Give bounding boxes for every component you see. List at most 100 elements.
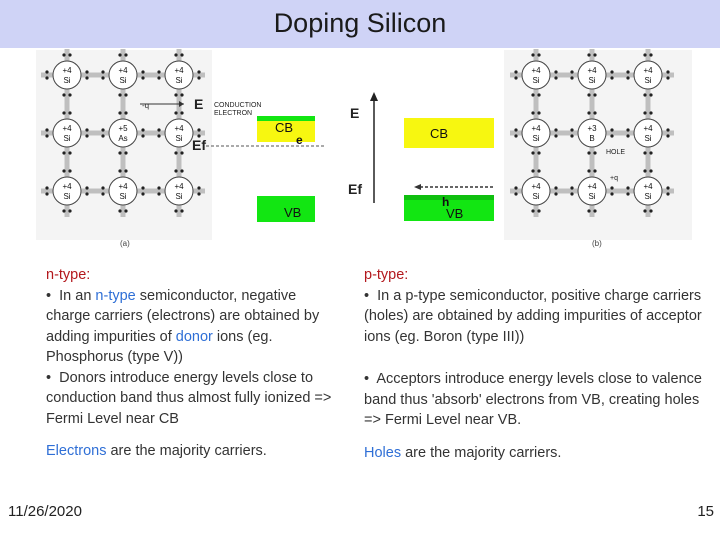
atom-symbol: Si — [644, 134, 651, 143]
valence-electron — [197, 128, 201, 132]
atom-symbol: As — [118, 134, 127, 143]
atom-charge: +5 — [118, 124, 128, 133]
atom — [164, 118, 194, 148]
atom-symbol: Si — [588, 76, 595, 85]
valence-electron — [649, 209, 653, 213]
atom-symbol: B — [589, 134, 594, 143]
n-type-band-diagram: -q E CONDUCTION ELECTRON Ef CB e VB — [140, 96, 324, 222]
figure-caption-b: (b) — [592, 239, 602, 248]
atom-charge: +4 — [643, 66, 653, 75]
valence-electron — [649, 93, 653, 97]
atom-symbol: Si — [644, 192, 651, 201]
valence-electron — [85, 192, 89, 196]
valence-electron — [514, 128, 518, 132]
valence-electron — [554, 76, 558, 80]
p-type-majority: Holes are the majority carriers. — [364, 444, 562, 461]
valence-electron — [197, 134, 201, 138]
atom — [577, 176, 607, 206]
valence-electron — [62, 53, 66, 57]
valence-electron — [174, 53, 178, 57]
doping-diagram: +4Si+4Si+4Si+4Si+5As+4Si+4Si+4Si+4Si (a)… — [36, 49, 692, 248]
vb-label: VB — [284, 205, 301, 220]
valence-electron — [666, 134, 670, 138]
atom-charge: +4 — [62, 66, 72, 75]
cb-label: CB — [275, 120, 293, 135]
valence-electron — [197, 186, 201, 190]
atom-symbol: Si — [644, 76, 651, 85]
n-type-majority: Electrons are the majority carriers. — [46, 443, 267, 459]
valence-electron — [610, 134, 614, 138]
valence-electron — [649, 151, 653, 155]
valence-electron — [643, 151, 647, 155]
valence-electron — [197, 192, 201, 196]
valence-electron — [45, 70, 49, 74]
valence-electron — [514, 134, 518, 138]
valence-electron — [157, 128, 161, 132]
p-type-column: p-type: • In a p-type semiconductor, pos… — [364, 265, 714, 463]
valence-electron — [587, 53, 591, 57]
valence-electron — [101, 134, 105, 138]
valence-electron — [593, 53, 597, 57]
valence-electron — [666, 192, 670, 196]
atom-group: +4Si+4Si+4Si+4Si+5As+4Si+4Si+4Si+4Si — [45, 53, 201, 213]
valence-electron — [593, 93, 597, 97]
electron-label: ELECTRON — [214, 110, 252, 117]
valence-electron — [649, 111, 653, 115]
atom — [577, 118, 607, 148]
atom-symbol: Si — [119, 192, 126, 201]
atom-symbol: Si — [532, 76, 539, 85]
valence-electron — [537, 93, 541, 97]
valence-electron — [610, 128, 614, 132]
atom-charge: +4 — [531, 182, 541, 191]
valence-electron — [118, 151, 122, 155]
valence-electron — [610, 192, 614, 196]
valence-electron — [570, 76, 574, 80]
atom — [577, 60, 607, 90]
valence-electron — [174, 93, 178, 97]
n-type-point-1: • In an n-type semiconductor, negative c… — [46, 287, 320, 366]
atom — [52, 60, 82, 90]
valence-electron — [141, 70, 145, 74]
valence-electron — [531, 151, 535, 155]
atom-charge: +4 — [531, 66, 541, 75]
p-type-lattice: +4Si+4Si+4Si+4Si+3B+4Si+4Si+4Si+4Si HOLE… — [504, 49, 692, 248]
valence-electron — [514, 186, 518, 190]
valence-electron — [118, 169, 122, 173]
valence-band-edge — [404, 195, 494, 200]
valence-electron — [197, 70, 201, 74]
valence-electron — [101, 186, 105, 190]
conduction-label: CONDUCTION — [214, 102, 261, 109]
valence-electron — [626, 70, 630, 74]
atom — [633, 118, 663, 148]
valence-electron — [587, 209, 591, 213]
valence-electron — [174, 209, 178, 213]
electron-carrier-label: e — [296, 133, 303, 147]
valence-electron — [45, 186, 49, 190]
n-type-point-2: • Donors introduce energy levels close t… — [46, 369, 332, 427]
atom-charge: +4 — [587, 66, 597, 75]
valence-electron — [124, 169, 128, 173]
atom — [521, 176, 551, 206]
valence-electron — [45, 134, 49, 138]
atom-charge: +3 — [587, 124, 597, 133]
atom-symbol: Si — [175, 76, 182, 85]
valence-electron — [587, 151, 591, 155]
atom-charge: +4 — [531, 124, 541, 133]
valence-electron — [157, 76, 161, 80]
valence-electron — [554, 134, 558, 138]
valence-electron — [157, 70, 161, 74]
valence-electron — [610, 70, 614, 74]
charge-label: -q — [142, 101, 149, 110]
atom-charge: +4 — [118, 66, 128, 75]
fermi-arrow-head — [414, 184, 421, 190]
valence-electron — [587, 111, 591, 115]
atom-symbol: Si — [175, 192, 182, 201]
valence-band — [257, 196, 315, 222]
energy-axis-arrow — [370, 92, 378, 101]
atom — [164, 176, 194, 206]
valence-electron — [570, 128, 574, 132]
valence-electron — [85, 128, 89, 132]
valence-electron — [610, 186, 614, 190]
valence-electron — [62, 151, 66, 155]
valence-electron — [537, 151, 541, 155]
